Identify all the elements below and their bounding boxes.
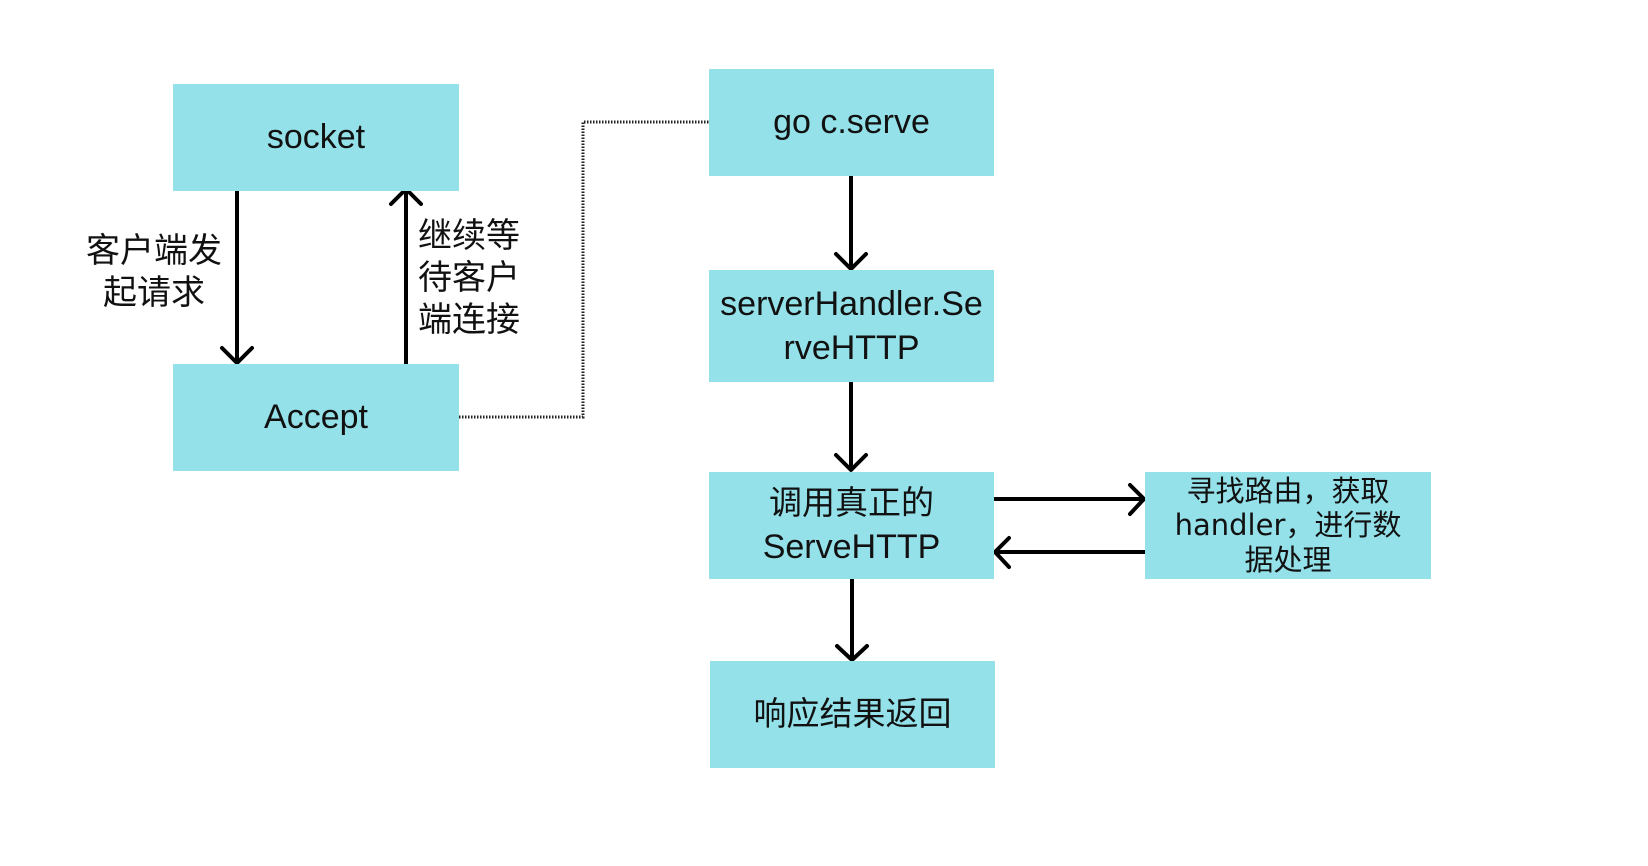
edge-accept-to-goserve <box>459 120 709 419</box>
edge-label-client-request: 客户端发 起请求 <box>78 230 230 314</box>
arrowhead-left-icon <box>993 536 1011 569</box>
edge-label-line: 客户端发 <box>86 231 222 271</box>
node-find-route: 寻找路由，获取 handler，进行数 据处理 <box>1145 472 1431 579</box>
node-server-handler-line: serverHandler.Se <box>720 284 983 323</box>
node-server-handler: serverHandler.Se rveHTTP <box>709 270 994 382</box>
node-call-real-servehttp: 调用真正的 ServeHTTP <box>709 472 994 579</box>
node-accept-label: Accept <box>264 398 368 437</box>
node-socket-label: socket <box>266 118 366 157</box>
node-find-route-line: handler，进行数 <box>1174 508 1402 543</box>
node-socket: socket <box>173 84 459 191</box>
edge-label-line: 起请求 <box>103 273 205 313</box>
arrowhead-down-icon <box>220 346 254 365</box>
node-call-real-line: ServeHTTP <box>762 527 941 566</box>
node-go-serve-label: go c.serve <box>773 103 930 142</box>
node-find-route-line: 寻找路由，获取 <box>1186 474 1390 509</box>
node-response: 响应结果返回 <box>710 661 995 768</box>
node-find-route-line: 据处理 <box>1244 542 1332 577</box>
edge-label-line: 继续等 <box>418 216 520 256</box>
node-call-real-line: 调用真正的 <box>769 482 934 522</box>
node-response-label: 响应结果返回 <box>753 694 952 734</box>
edge-label-line: 端连接 <box>418 300 520 340</box>
edge-label-line: 待客户 <box>418 258 520 298</box>
arrowhead-down-icon <box>835 644 869 662</box>
node-accept: Accept <box>173 364 459 471</box>
node-go-serve: go c.serve <box>709 69 994 176</box>
arrowhead-down-icon <box>834 252 868 271</box>
arrowhead-right-icon <box>1128 483 1146 516</box>
arrowhead-down-icon <box>834 453 868 472</box>
node-server-handler-line: rveHTTP <box>783 329 920 367</box>
edge-label-wait-connection: 继续等 待客户 端连接 <box>418 215 538 341</box>
